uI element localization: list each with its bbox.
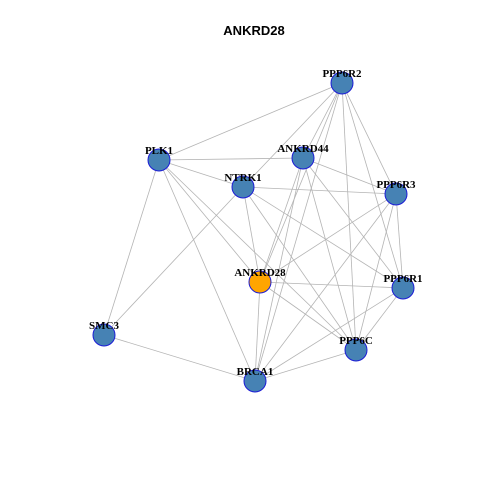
graph-title: ANKRD28 — [223, 23, 284, 38]
edge-ppp6r2-ntrk1 — [242, 82, 343, 188]
node-brca1[interactable]: BRCA1 — [237, 366, 274, 393]
edge-plk1-ntrk1 — [158, 159, 244, 188]
node-circle[interactable] — [147, 148, 171, 172]
node-ppp6r2[interactable]: PPP6R2 — [322, 68, 362, 95]
node-label: SMC3 — [89, 320, 119, 332]
node-ppp6c[interactable]: PPP6C — [339, 335, 373, 362]
edge-ppp6r1-ppp6c — [355, 287, 404, 351]
node-label: NTRK1 — [224, 172, 261, 184]
node-label: ANKRD44 — [277, 143, 329, 155]
node-smc3[interactable]: SMC3 — [89, 320, 119, 347]
edge-ppp6r2-plk1 — [158, 82, 343, 161]
edge-ntrk1-ankrd28 — [242, 186, 261, 283]
edge-ppp6r3-brca1 — [254, 193, 397, 382]
edge-ppp6r3-ppp6r1 — [395, 193, 404, 289]
node-label: PPP6R1 — [383, 273, 422, 285]
edge-ntrk1-smc3 — [103, 186, 244, 336]
node-circle[interactable] — [92, 323, 116, 347]
node-ppp6r3[interactable]: PPP6R3 — [376, 179, 416, 206]
edge-ppp6r1-brca1 — [254, 287, 404, 382]
edge-ankrd44-ankrd28 — [259, 157, 304, 283]
edge-ppp6c-brca1 — [254, 349, 357, 382]
edge-ppp6r3-ankrd28 — [259, 193, 397, 283]
edge-ankrd44-ppp6r3 — [302, 157, 397, 195]
node-circle[interactable] — [243, 369, 267, 393]
node-label: PPP6C — [339, 335, 373, 347]
edge-ppp6r2-ppp6r1 — [341, 82, 404, 289]
node-plk1[interactable]: PLK1 — [145, 145, 173, 172]
edge-plk1-ankrd28 — [158, 159, 261, 283]
edge-ankrd28-ppp6r1 — [259, 281, 404, 289]
edge-ppp6r3-ppp6c — [355, 193, 397, 351]
edge-plk1-brca1 — [158, 159, 256, 382]
edge-ntrk1-ppp6r3 — [242, 186, 397, 195]
edge-ppp6r2-ppp6c — [341, 82, 357, 351]
node-circle[interactable] — [248, 270, 272, 294]
edge-ppp6r2-ankrd44 — [302, 82, 343, 159]
node-ankrd44[interactable]: ANKRD44 — [277, 143, 329, 170]
node-label: PLK1 — [145, 145, 173, 157]
edge-layer — [103, 82, 404, 382]
node-label: ANKRD28 — [234, 267, 286, 279]
node-label: PPP6R2 — [322, 68, 362, 80]
edge-ppp6r2-ankrd28 — [259, 82, 343, 283]
node-circle[interactable] — [391, 276, 415, 300]
edge-ankrd44-ppp6c — [302, 157, 357, 351]
node-label: BRCA1 — [237, 366, 274, 378]
node-ppp6r1[interactable]: PPP6R1 — [383, 273, 423, 300]
node-circle[interactable] — [231, 175, 255, 199]
node-circle[interactable] — [344, 338, 368, 362]
edge-smc3-brca1 — [103, 334, 256, 382]
node-ntrk1[interactable]: NTRK1 — [224, 172, 262, 199]
edge-ppp6r2-ppp6r3 — [341, 82, 397, 195]
edge-plk1-ankrd44 — [158, 157, 304, 161]
node-circle[interactable] — [384, 182, 408, 206]
edge-ankrd28-ppp6c — [259, 281, 357, 351]
edge-plk1-smc3 — [103, 159, 160, 336]
node-circle[interactable] — [330, 71, 354, 95]
edge-ntrk1-ppp6c — [242, 186, 357, 351]
edge-plk1-ppp6c — [158, 159, 357, 351]
node-circle[interactable] — [291, 146, 315, 170]
node-label: PPP6R3 — [376, 179, 416, 191]
edge-ankrd28-brca1 — [254, 281, 261, 382]
node-ankrd28[interactable]: ANKRD28 — [234, 267, 286, 294]
edge-ankrd44-ppp6r1 — [302, 157, 404, 289]
edge-ppp6r2-brca1 — [254, 82, 343, 382]
